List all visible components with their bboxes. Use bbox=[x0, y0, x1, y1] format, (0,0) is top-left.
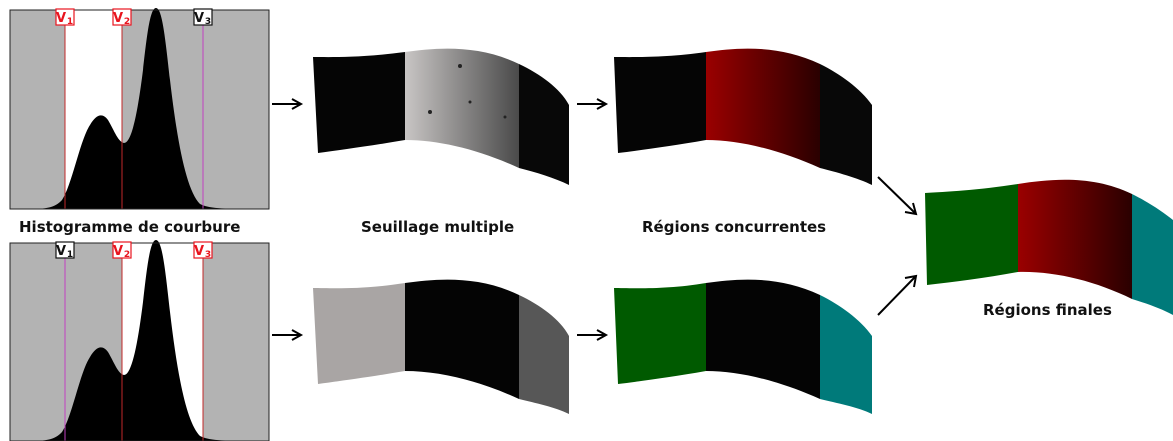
diagonal-arrow-icon bbox=[877, 274, 918, 316]
histogram-curve-bottom bbox=[10, 240, 269, 441]
histogram-top bbox=[9, 8, 270, 210]
histogram-bottom bbox=[9, 240, 270, 441]
arrows bbox=[272, 98, 918, 341]
marker-label: V bbox=[194, 11, 204, 26]
marker-subscript: 2 bbox=[124, 17, 130, 27]
diagonal-arrow-icon bbox=[877, 176, 918, 216]
surface-threshold-bottom bbox=[313, 279, 569, 414]
caption-histogram: Histogramme de courbure bbox=[19, 218, 241, 236]
marker-label: V bbox=[113, 244, 123, 259]
marker-label: V bbox=[194, 244, 204, 259]
marker-subscript: 3 bbox=[205, 250, 211, 260]
marker-subscript: 1 bbox=[67, 17, 73, 27]
marker-subscript: 2 bbox=[124, 250, 130, 260]
marker-label: V bbox=[56, 11, 66, 26]
caption-thresholding: Seuillage multiple bbox=[361, 218, 515, 236]
histogram-curve-top bbox=[10, 8, 269, 209]
caption-competing: Régions concurrentes bbox=[642, 218, 827, 236]
surface-competing-bottom bbox=[614, 279, 872, 414]
surface-final bbox=[925, 179, 1173, 315]
caption-final: Régions finales bbox=[983, 301, 1112, 319]
marker-subscript: 1 bbox=[67, 250, 73, 260]
right-arrow-icon bbox=[272, 98, 304, 110]
marker-subscript: 3 bbox=[205, 17, 211, 27]
right-arrow-icon bbox=[272, 329, 304, 341]
right-arrow-icon bbox=[577, 329, 609, 341]
surface-threshold-top bbox=[313, 48, 569, 185]
marker-label: V bbox=[113, 11, 123, 26]
marker-label: V bbox=[56, 244, 66, 259]
surface-competing-top bbox=[614, 48, 872, 185]
right-arrow-icon bbox=[577, 98, 609, 110]
